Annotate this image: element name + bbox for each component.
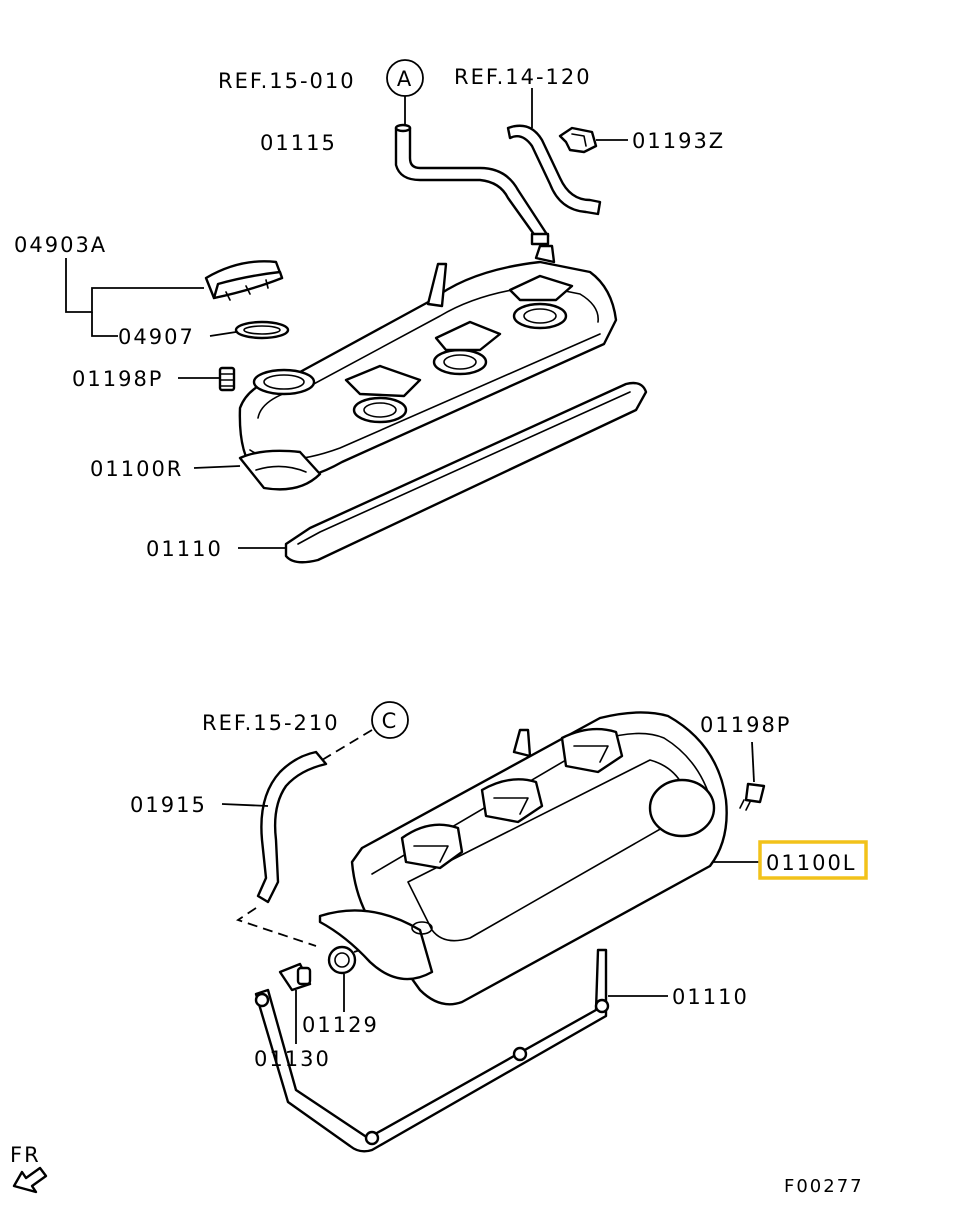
label-04903a[interactable]: 04903A (14, 233, 107, 257)
gasket-04907 (234, 320, 290, 340)
valve-cover-01100r (238, 244, 618, 491)
callout-a-letter: A (397, 67, 413, 91)
seal-01129 (327, 945, 357, 975)
label-01198p-bottom[interactable]: 01198P (700, 713, 791, 737)
label-01915[interactable]: 01915 (130, 793, 207, 817)
gasket-01110-top (284, 381, 648, 564)
clip-01193z (558, 126, 598, 154)
gasket-01110-bottom (254, 948, 608, 1153)
label-01100l[interactable]: 01100L (766, 851, 857, 875)
callout-a: A (386, 59, 424, 97)
label-ref-15-010[interactable]: REF.15-010 (218, 69, 356, 93)
label-01100r[interactable]: 01100R (90, 457, 183, 481)
label-ref-14-120[interactable]: REF.14-120 (454, 65, 592, 89)
figure-code: F00277 (784, 1176, 864, 1197)
callout-c: C (371, 701, 409, 739)
bolt-01198p-top (218, 366, 236, 392)
highlight-box-01100l (758, 840, 868, 880)
label-ref-15-210[interactable]: REF.15-210 (202, 711, 340, 735)
label-fr: FR (10, 1143, 41, 1167)
label-01110-top[interactable]: 01110 (146, 537, 223, 561)
label-01110-bottom[interactable]: 01110 (672, 985, 749, 1009)
valve-cover-01100l (318, 711, 728, 1006)
front-direction-arrow-icon (12, 1166, 48, 1194)
label-01130[interactable]: 01130 (254, 1047, 331, 1071)
hose-01915 (256, 750, 328, 904)
label-04907[interactable]: 04907 (118, 325, 195, 349)
label-01198p-top[interactable]: 01198P (72, 367, 163, 391)
label-01129[interactable]: 01129 (302, 1013, 379, 1037)
hose-01115 (394, 126, 550, 242)
bolt-01198p-bottom (739, 782, 766, 811)
hose-ref-14-120 (506, 124, 602, 216)
callout-c-letter: C (382, 709, 399, 733)
label-01193z[interactable]: 01193Z (632, 129, 725, 153)
label-01115[interactable]: 01115 (260, 131, 337, 155)
sensor-01130 (278, 962, 312, 992)
